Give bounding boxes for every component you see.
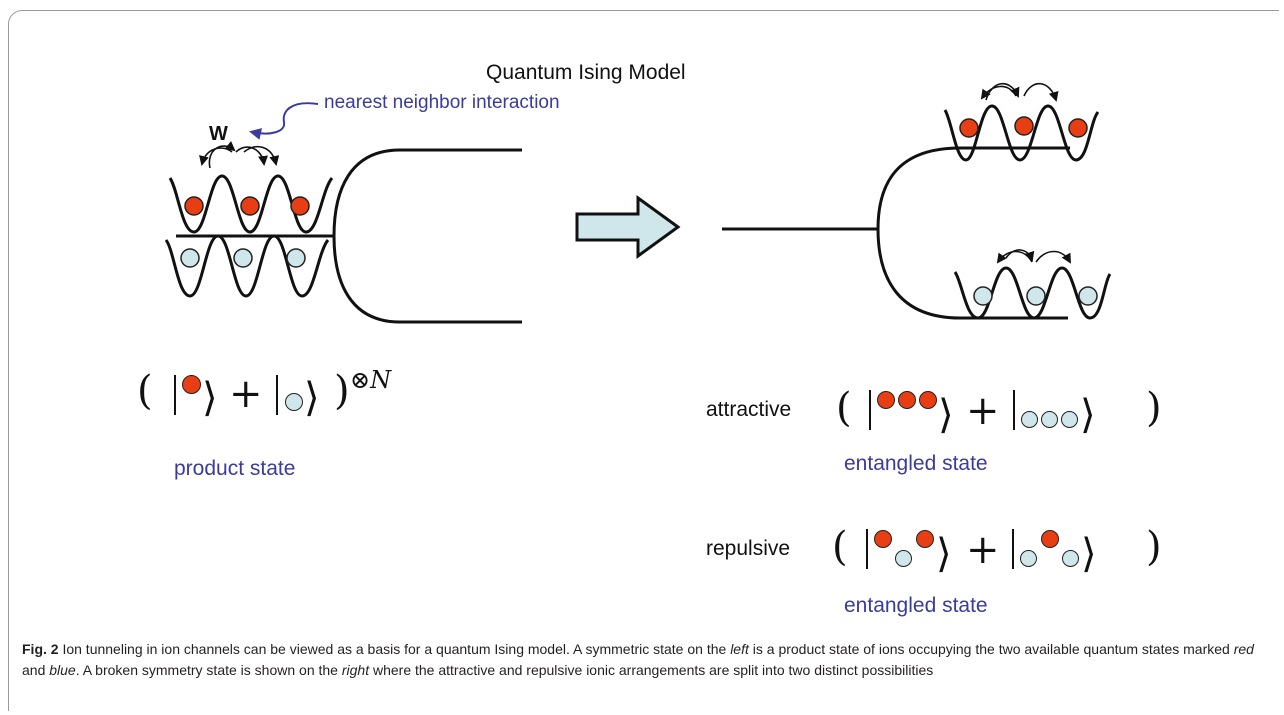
ion-red — [184, 196, 204, 216]
ket-close: ⟩ — [304, 375, 320, 421]
ket-bar — [869, 390, 871, 430]
ket-close: ⟩ — [936, 531, 952, 577]
right-lower-well — [953, 266, 1112, 320]
close-paren: ) — [1146, 524, 1162, 570]
right-upper-well — [943, 104, 1100, 162]
entangled-label-attractive: entangled state — [844, 452, 988, 475]
tunneling-arrow-left-rev — [199, 147, 233, 166]
ion-blue — [973, 286, 993, 306]
caption-right-word: right — [341, 662, 370, 678]
caption-blue-word: blue — [49, 662, 76, 678]
ion-blue — [1021, 411, 1038, 428]
ion-red — [1014, 116, 1034, 136]
open-paren: ( — [137, 368, 153, 414]
right-lower-arrow-2 — [1035, 250, 1071, 264]
ion-red — [874, 530, 892, 548]
ket-close: ⟩ — [938, 392, 954, 438]
ket-bar — [1013, 390, 1015, 430]
figure-frame — [8, 10, 1279, 711]
caption-text: . A broken symmetry state is shown on th… — [75, 662, 342, 678]
close-paren: ) — [1146, 385, 1162, 431]
transition-arrow — [575, 195, 681, 259]
w-label: W — [209, 123, 228, 145]
ion-red — [290, 196, 310, 216]
ion-blue — [1061, 411, 1078, 428]
interaction-label: nearest neighbor interaction — [324, 92, 560, 113]
right-upper-arrow-2 — [1023, 82, 1059, 102]
close-paren: ) — [334, 368, 350, 414]
ion-blue — [233, 248, 253, 268]
ion-red — [877, 391, 895, 409]
ion-red — [1068, 118, 1088, 138]
ion-red — [919, 391, 937, 409]
open-paren: ( — [832, 524, 848, 570]
attractive-label: attractive — [706, 398, 792, 421]
left-bifurcation-curve — [332, 148, 522, 324]
figure-panel: Quantum Ising Model nearest neighbor int… — [137, 61, 1162, 617]
interaction-pointer-arrow — [249, 102, 319, 140]
caption-text: Ion tunneling in ion channels can be vie… — [58, 641, 731, 657]
caption-text: where the attractive and repulsive ionic… — [369, 662, 934, 678]
plus-sign: + — [229, 371, 263, 417]
ion-blue — [1041, 411, 1058, 428]
figure-drawing — [164, 82, 1112, 324]
ion-blue — [1026, 286, 1046, 306]
ion-red — [240, 196, 260, 216]
ion-blue — [286, 248, 306, 268]
ion-blue — [895, 550, 912, 567]
plus-sign: + — [966, 527, 1000, 573]
right-bifurcation-curve — [876, 146, 1070, 320]
lower-potential-well — [164, 234, 330, 298]
right-upper-arrow-3 — [980, 85, 1017, 100]
caption-left-word: left — [730, 641, 749, 657]
ion-blue — [285, 393, 303, 411]
figure-caption: Fig. 2 Ion tunneling in ion channels can… — [22, 639, 1272, 681]
ket-close: ⟩ — [1080, 392, 1096, 438]
ion-red — [182, 375, 201, 394]
caption-text: and — [22, 662, 50, 678]
caption-text: is a product state of ions occupying the… — [748, 641, 1234, 657]
caption-red-word: red — [1233, 641, 1254, 657]
tunneling-arrow-left-back — [235, 146, 268, 166]
entangled-label-repulsive: entangled state — [844, 594, 988, 617]
open-paren: ( — [836, 385, 852, 431]
right-lower-arrow-3 — [1005, 249, 1035, 262]
ket-close: ⟩ — [1081, 531, 1097, 577]
ion-red — [916, 530, 934, 548]
repulsive-label: repulsive — [706, 537, 791, 560]
tensor-power: ⊗N — [350, 366, 392, 394]
ion-blue — [1078, 286, 1098, 306]
ket-bar — [276, 375, 278, 415]
ket-close: ⟩ — [202, 375, 218, 421]
ion-blue — [180, 248, 200, 268]
product-state-label: product state — [174, 457, 296, 480]
ket-bar — [866, 529, 868, 569]
ion-red — [1041, 530, 1059, 548]
figure-title: Quantum Ising Model — [486, 61, 686, 84]
ket-bar — [174, 375, 176, 415]
tunneling-arrow-right — [243, 145, 280, 166]
ion-red — [898, 391, 916, 409]
ion-blue — [1062, 550, 1079, 567]
ion-blue — [1020, 550, 1037, 567]
ion-red — [959, 118, 979, 138]
upper-potential-well — [168, 174, 334, 234]
figure-number: Fig. 2 — [22, 641, 59, 657]
plus-sign: + — [966, 388, 1000, 434]
ket-bar — [1012, 529, 1014, 569]
